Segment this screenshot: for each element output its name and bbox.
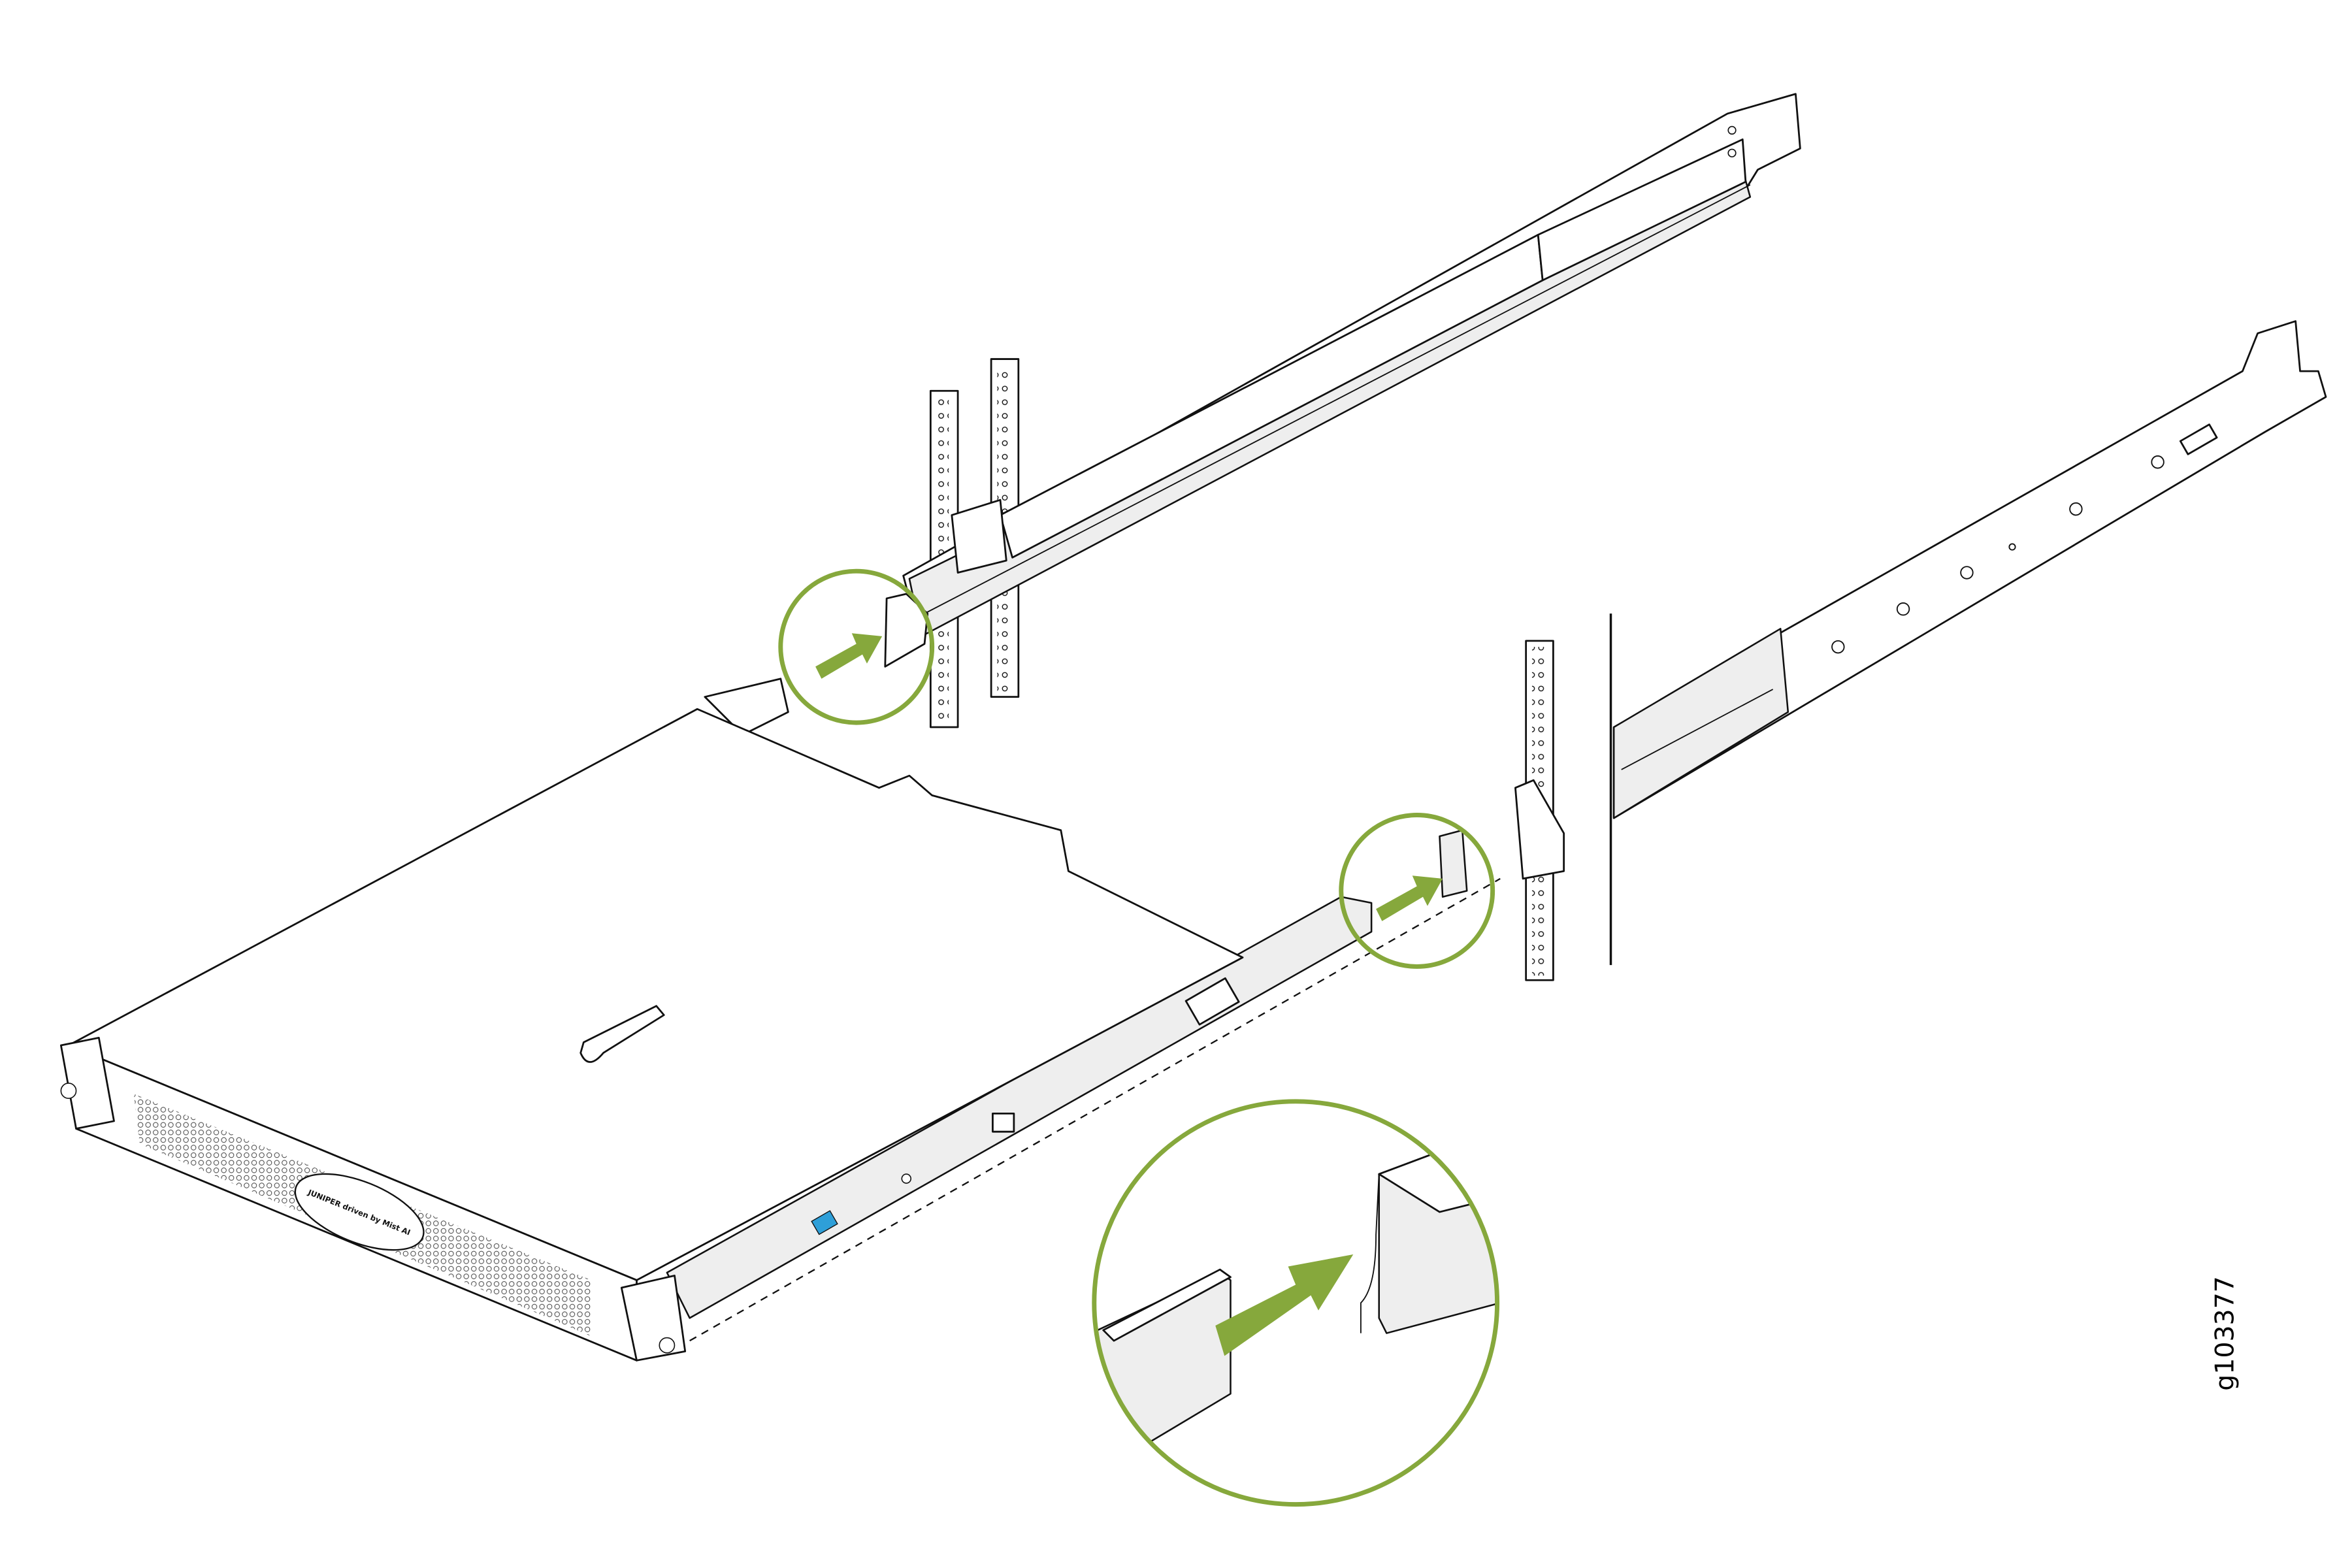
insert-arrow-icon [815, 633, 883, 679]
insert-arrow-icon [1215, 1254, 1354, 1356]
juniper-logo-badge [294, 1173, 425, 1251]
detail-callout-circle [1092, 1099, 1500, 1507]
callout-rear-left [778, 568, 935, 725]
callout-rear-right [1339, 813, 1495, 969]
left-rack-rail [884, 93, 1801, 668]
chassis-inner-rail [666, 678, 1373, 1319]
blue-release-latch [811, 1210, 838, 1235]
figure-id-label: g103377 [2210, 1276, 2240, 1390]
server-chassis: JUNIPER driven by Mist AI [59, 708, 1244, 1362]
insert-arrow-icon [1376, 875, 1443, 921]
detail-inset [1092, 1099, 1500, 1507]
alignment-guide-line [689, 877, 1501, 1342]
right-rack-rail [1439, 320, 2327, 898]
